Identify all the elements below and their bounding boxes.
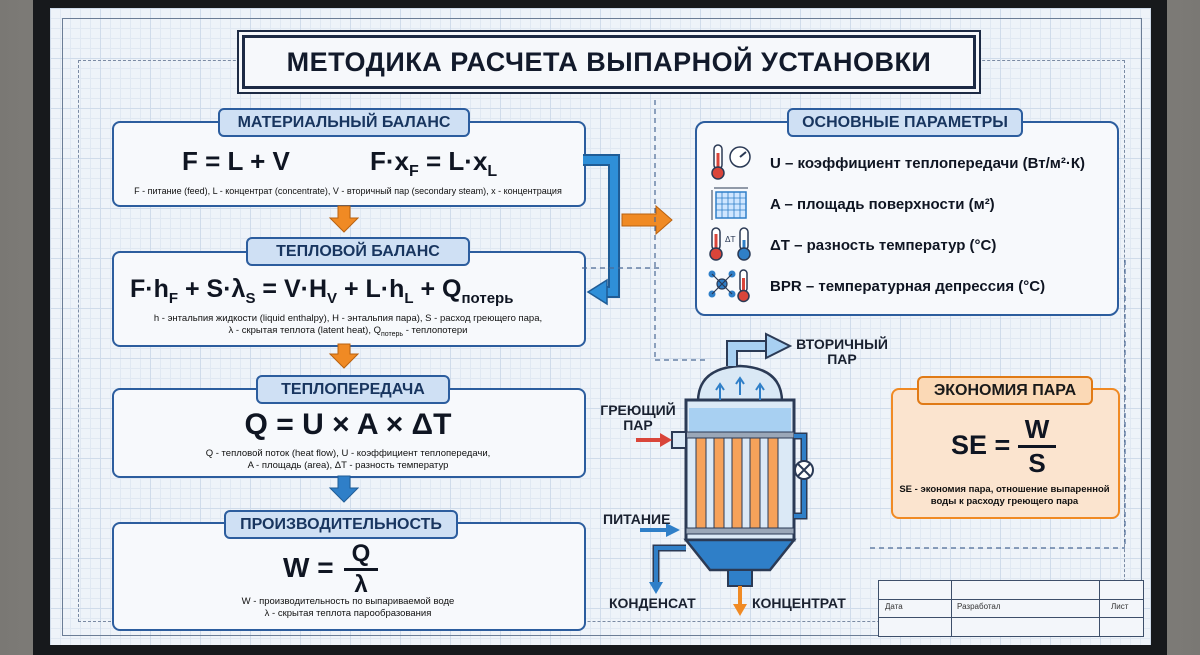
parameter-u: U – коэффициент теплопередачи (Вт/м²·К) — [770, 155, 1086, 172]
heat-note-2-b: - теплопотери — [403, 325, 468, 336]
secondary-steam-label: ВТОРИЧНЫЙ ПАР — [794, 337, 890, 367]
economy-fraction-bar — [1018, 445, 1056, 448]
parameter-dt: ΔT – разность температур (°C) — [770, 237, 997, 254]
title-box: МЕТОДИКА РАСЧЕТА ВЫПАРНОЙ УСТАНОВКИ — [242, 35, 976, 89]
flow-arrows-layer — [328, 100, 1126, 549]
productivity-header: ПРОИЗВОДИТЕЛЬНОСТЬ — [224, 510, 458, 539]
heat-formula-sub-1: F — [168, 290, 179, 307]
heat-formula-sub-4: L — [404, 290, 414, 307]
heat-note-2-sub: потерь — [380, 330, 404, 338]
condensate-label: КОНДЕНСАТ — [609, 595, 696, 611]
page-title: МЕТОДИКА РАСЧЕТА ВЫПАРНОЙ УСТАНОВКИ — [286, 46, 932, 77]
material-formula-2-a: F·x — [370, 146, 409, 176]
heat-transfer-formula: Q = U × A × ΔT — [244, 408, 452, 441]
economy-lhs: SE = — [951, 430, 1011, 460]
down-arrow-2 — [328, 343, 360, 369]
secondary-steam-label-1: ВТОРИЧНЫЙ — [796, 336, 888, 352]
productivity-fraction: Q λ — [344, 540, 378, 599]
evaporator-diagram — [636, 332, 814, 616]
thermometer-gauge-icon — [711, 144, 751, 180]
heat-transfer-note-2: A - площадь (area), ΔT - разность темпер… — [247, 460, 449, 471]
concentrate-outlet — [727, 569, 753, 587]
secondary-steam-arrowhead — [765, 332, 793, 360]
heat-formula-term-4: + L·h — [337, 275, 405, 303]
productivity-denominator: λ — [354, 571, 368, 598]
productivity-numerator: Q — [351, 540, 371, 567]
parameter-a: A – площадь поверхности (м²) — [770, 196, 995, 213]
heat-formula-term-3: = V·H — [255, 275, 328, 303]
heat-transfer-header: ТЕПЛОПЕРЕДАЧА — [256, 375, 450, 404]
evaporator-liquid-top — [689, 408, 791, 432]
economy-header: ЭКОНОМИЯ ПАРА — [917, 376, 1093, 405]
down-arrow-3 — [328, 475, 360, 503]
economy-panel — [891, 388, 1120, 519]
heat-balance-header: ТЕПЛОВОЙ БАЛАНС — [246, 237, 470, 266]
heat-balance-panel — [112, 251, 586, 347]
condensate-arrowhead — [649, 582, 663, 594]
material-formula-2: F·xF = L·xL — [370, 146, 497, 181]
material-balance-header: МАТЕРИАЛЬНЫЙ БАЛАНС — [218, 108, 470, 137]
tube-sheet-top — [685, 431, 795, 439]
heat-formula-term-5: + Q — [413, 275, 462, 303]
economy-note-2: воды к расходу греющего пара — [930, 496, 1079, 507]
concentrate-label: КОНЦЕНТРАТ — [752, 595, 846, 611]
heating-tubes — [695, 437, 779, 529]
parameters-panel — [695, 121, 1119, 316]
productivity-note-2: λ - скрытая теплота парообразования — [264, 608, 432, 619]
heat-formula-sub-2: S — [245, 290, 256, 307]
parameter-bpr: BPR – температурная депрессия (°C) — [770, 278, 1046, 295]
economy-denominator: S — [1028, 448, 1046, 478]
stamp-date: Дата — [885, 602, 903, 611]
evaporator-bottom — [683, 538, 797, 572]
stamp-divider-1 — [879, 599, 1143, 600]
stamp-sheet: Лист — [1111, 602, 1129, 611]
material-formula-2-b: = L·x — [418, 146, 488, 176]
heat-formula-sub-3: V — [327, 290, 338, 307]
economy-numerator: W — [1024, 414, 1050, 444]
svg-text:ΔT: ΔT — [725, 235, 735, 244]
vapor-arrows — [715, 376, 765, 400]
delta-thermometer-icon: ΔT — [709, 227, 751, 261]
heat-formula: F·hF + S·λS = V·HV + L·hL + Qпотерь — [130, 275, 513, 307]
economy-note-1: SE - экономия пара, отношение выпаренной — [899, 484, 1110, 495]
material-formula-1: F = L + V — [182, 146, 290, 176]
material-note: F - питание (feed), L - концентрат (conc… — [134, 186, 562, 196]
heat-note-2: λ - скрытая теплота (latent heat), Qпоте… — [118, 325, 578, 341]
heating-steam-label-2: ПАР — [623, 417, 653, 433]
dashed-guide-1 — [654, 100, 1126, 549]
economy-fraction: W S — [1018, 414, 1056, 479]
blueprint-border — [62, 18, 1142, 636]
down-arrow-1 — [328, 205, 360, 233]
heating-steam-label: ГРЕЮЩИЙ ПАР — [598, 403, 678, 433]
productivity-lhs: W = — [283, 552, 334, 583]
tube-sheet-bottom — [685, 527, 795, 535]
heat-formula-term-1: F·h — [130, 275, 169, 303]
productivity-fraction-bar — [344, 568, 378, 571]
stamp-divider-2 — [879, 617, 1143, 618]
parameters-header: ОСНОВНЫЕ ПАРАМЕТРЫ — [787, 108, 1023, 137]
secondary-steam-label-2: ПАР — [827, 351, 857, 367]
productivity-note-1: W - производительность по выпариваемой в… — [241, 596, 455, 607]
grid-area-icon — [711, 187, 748, 220]
title-block-stamp: Дата Разработал Лист — [878, 580, 1144, 637]
material-formula-2-a-sub: F — [409, 163, 419, 181]
productivity-panel — [112, 522, 586, 631]
heat-transfer-note-1: Q - тепловой поток (heat flow), U - коэф… — [205, 448, 491, 459]
feed-label: ПИТАНИЕ — [603, 511, 671, 527]
stamp-developed: Разработал — [957, 602, 1001, 611]
heat-formula-term-2: + S·λ — [178, 275, 246, 303]
material-formula-2-b-sub: L — [487, 163, 498, 181]
heat-note-1: h - энтальпия жидкости (liquid enthalpy)… — [153, 313, 543, 324]
condensate-line — [652, 544, 686, 585]
parameters-arrow — [621, 204, 673, 236]
blueprint-board: МЕТОДИКА РАСЧЕТА ВЫПАРНОЙ УСТАНОВКИ МАТЕ… — [50, 8, 1151, 645]
heat-note-2-a: λ - скрытая теплота (latent heat), Q — [228, 325, 381, 336]
heating-steam-label-1: ГРЕЮЩИЙ — [600, 402, 676, 418]
stamp-divider-4 — [1099, 581, 1100, 636]
molecule-thermometer-icon — [708, 269, 750, 303]
heating-steam-inlet — [671, 431, 687, 449]
heat-formula-sub-5: потерь — [461, 290, 514, 307]
stamp-divider-3 — [951, 581, 952, 636]
connector-arrowhead — [586, 278, 608, 306]
